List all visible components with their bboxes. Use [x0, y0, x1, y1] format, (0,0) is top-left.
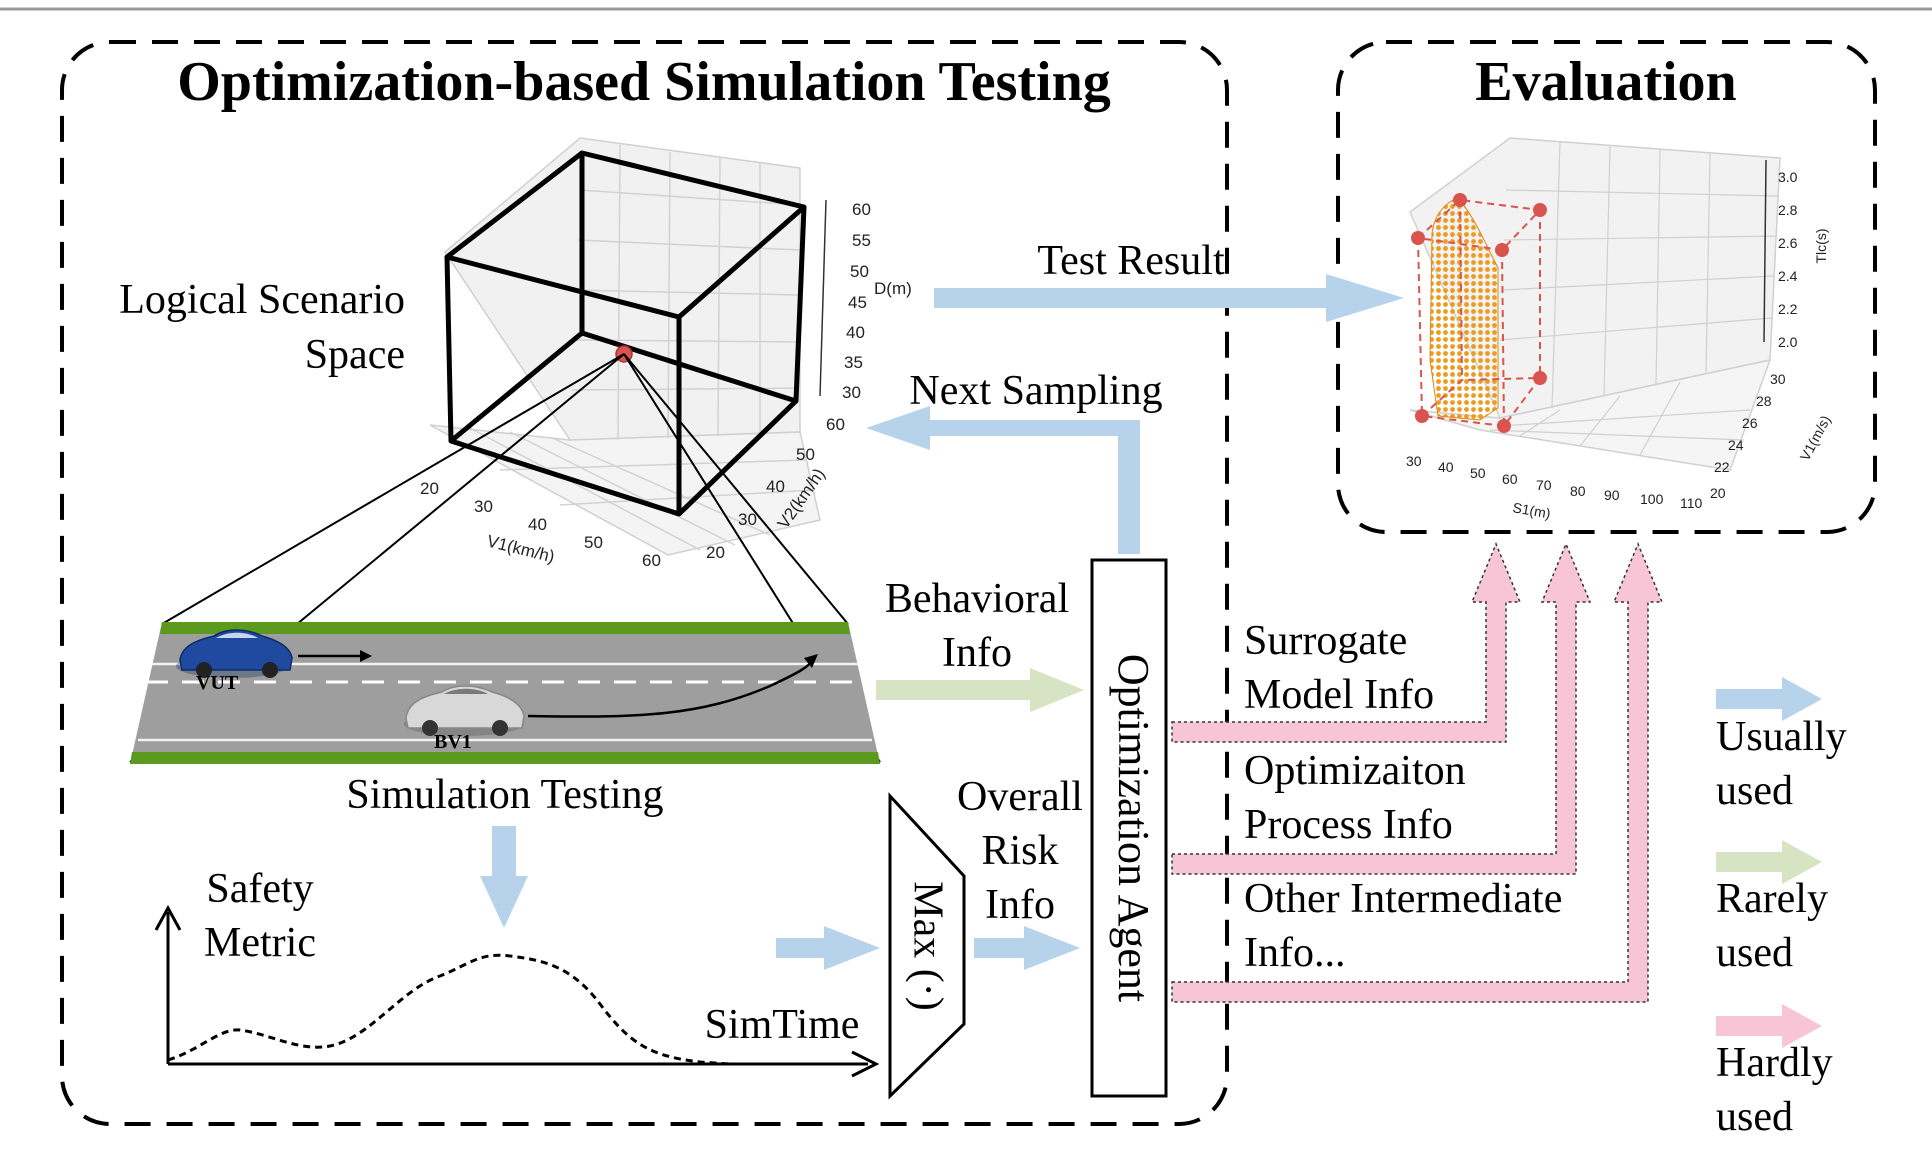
svg-text:60: 60	[852, 200, 871, 219]
logical-scenario-label-line1: Logical Scenario	[119, 277, 405, 323]
svg-text:26: 26	[1742, 415, 1758, 431]
hardly-used-arrows	[1171, 542, 1664, 1003]
svg-text:20: 20	[420, 479, 439, 498]
svg-text:20: 20	[706, 543, 725, 562]
svg-text:90: 90	[1604, 487, 1620, 503]
surrogate-info-line1: Surrogate	[1244, 618, 1407, 664]
svg-text:40: 40	[528, 515, 547, 534]
optimization-agent-box	[1090, 558, 1168, 1098]
legend-rarely-arrow	[1716, 840, 1822, 884]
svg-text:40: 40	[846, 323, 865, 342]
svg-text:60: 60	[826, 415, 845, 434]
svg-text:3.0: 3.0	[1778, 169, 1798, 185]
svg-text:S1(m): S1(m)	[1511, 499, 1551, 521]
optimization-agent-label: Optimization Agent	[1109, 654, 1158, 1002]
right-section-title: Evaluation	[1475, 51, 1736, 113]
logical-scenario-label-line2: Space	[305, 332, 405, 378]
overall-risk-line3: Info	[985, 882, 1055, 928]
simulation-testing-frame	[60, 40, 1229, 1126]
svg-text:Tlc(s): Tlc(s)	[1813, 229, 1829, 264]
max-operator-box	[888, 792, 966, 1100]
svg-text:20: 20	[1710, 485, 1726, 501]
legend-usually-line1: Usually	[1716, 714, 1847, 760]
svg-text:30: 30	[474, 497, 493, 516]
simtime-label: SimTime	[705, 1002, 860, 1048]
legend-usually-arrow	[1716, 677, 1822, 721]
svg-text:40: 40	[766, 477, 785, 496]
legend-rarely-line2: used	[1716, 930, 1793, 976]
svg-text:22: 22	[1714, 459, 1730, 475]
svg-text:24: 24	[1728, 437, 1744, 453]
svg-text:60: 60	[642, 551, 661, 570]
svg-text:2.8: 2.8	[1778, 202, 1798, 218]
svg-text:V1(m/s): V1(m/s)	[1797, 413, 1834, 464]
behavioral-info-line2: Info	[942, 630, 1012, 676]
road-scene: VUT BV1	[130, 622, 880, 764]
svg-text:D(m): D(m)	[874, 279, 912, 298]
svg-text:70: 70	[1536, 477, 1552, 493]
process-info-line2: Process Info	[1244, 802, 1453, 848]
svg-text:50: 50	[584, 533, 603, 552]
bv1-car	[404, 685, 525, 736]
test-result-label: Test Result	[1037, 238, 1225, 284]
overall-risk-line1: Overall	[957, 774, 1083, 820]
overall-risk-line2: Risk	[981, 828, 1058, 874]
legend-rarely-line1: Rarely	[1716, 876, 1828, 922]
vut-car	[176, 629, 293, 678]
simulation-testing-label: Simulation Testing	[346, 772, 663, 818]
svg-text:110: 110	[1680, 495, 1703, 511]
test-result-arrow	[934, 274, 1404, 322]
next-sampling-arrow	[866, 406, 1140, 554]
safety-metric-plot	[154, 904, 880, 1078]
sim-to-metric-arrow	[480, 826, 528, 928]
bv1-label: BV1	[434, 731, 472, 753]
svg-text:35: 35	[844, 353, 863, 372]
surrogate-info-line2: Model Info	[1244, 672, 1434, 718]
behavioral-info-arrow	[876, 668, 1084, 712]
safety-metric-label-line1: Safety	[206, 866, 313, 912]
svg-text:V1(km/h): V1(km/h)	[485, 531, 557, 566]
next-sampling-label: Next Sampling	[909, 368, 1162, 414]
legend-hardly-arrow	[1716, 1004, 1822, 1048]
behavioral-info-line1: Behavioral	[885, 576, 1069, 622]
svg-text:30: 30	[1406, 453, 1422, 469]
left-section-title: Optimization-based Simulation Testing	[177, 51, 1111, 113]
svg-text:30: 30	[842, 383, 861, 402]
svg-text:40: 40	[1438, 459, 1454, 475]
legend-hardly-line2: used	[1716, 1094, 1793, 1140]
svg-text:2.2: 2.2	[1778, 301, 1798, 317]
svg-text:55: 55	[852, 231, 871, 250]
evaluation-3d-plot: 3.0 2.8 2.6 2.4 2.2 2.0 Tlc(s) 30 40 50 …	[1406, 137, 1834, 522]
svg-text:30: 30	[738, 510, 757, 529]
svg-text:50: 50	[796, 445, 815, 464]
svg-text:50: 50	[850, 262, 869, 281]
legend-hardly-line1: Hardly	[1716, 1040, 1833, 1086]
safety-metric-label-line2: Metric	[204, 920, 316, 966]
max-operator-label: Max (·)	[904, 881, 950, 1010]
svg-text:30: 30	[1770, 371, 1786, 387]
legend: Usually used Rarely used Hardly used	[1716, 677, 1847, 1140]
process-info-line1: Optimizaiton	[1244, 748, 1466, 794]
svg-text:2.6: 2.6	[1778, 235, 1798, 251]
vut-label: VUT	[196, 672, 239, 694]
other-info-line1: Other Intermediate	[1244, 876, 1562, 922]
svg-text:2.0: 2.0	[1778, 334, 1798, 350]
svg-text:28: 28	[1756, 393, 1772, 409]
svg-text:60: 60	[1502, 471, 1518, 487]
max-to-agent-arrow	[974, 926, 1080, 970]
legend-usually-line2: used	[1716, 768, 1793, 814]
svg-text:80: 80	[1570, 483, 1586, 499]
svg-text:50: 50	[1470, 465, 1486, 481]
svg-text:100: 100	[1640, 491, 1664, 507]
other-info-line2: Info...	[1244, 930, 1345, 976]
metric-to-max-arrow	[776, 926, 880, 970]
svg-text:2.4: 2.4	[1778, 268, 1798, 284]
svg-text:45: 45	[848, 293, 867, 312]
logical-scenario-cube: 60 55 50 45 40 35 30 D(m) 20 30 40 50 60…	[420, 137, 912, 570]
